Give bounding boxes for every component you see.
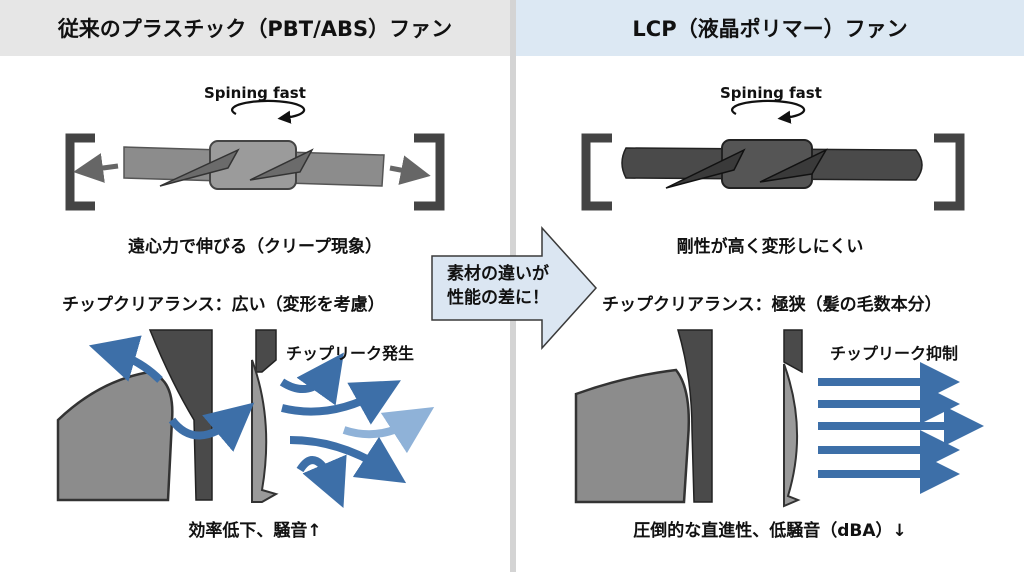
center-arrow-icon bbox=[431, 226, 598, 350]
right-result: 圧倒的な直進性、低騒音（dBA）↓ bbox=[633, 521, 907, 541]
left-title: 従来のプラスチック（PBT/ABS）ファン bbox=[0, 0, 510, 56]
left-panel: 従来のプラスチック（PBT/ABS）ファン bbox=[0, 0, 510, 572]
center-line-1: 素材の違いが bbox=[447, 264, 549, 284]
left-clearance-label: チップクリアランス：広い（変形を考慮） bbox=[62, 295, 385, 315]
right-deform-caption: 剛性が高く変形しにくい bbox=[676, 237, 864, 257]
right-spin-label: Spining fast bbox=[720, 84, 822, 102]
right-leak-label: チップリーク抑制 bbox=[830, 344, 959, 363]
right-panel: LCP（液晶ポリマー）ファン Spining fast 剛性が高く変形しにくい … bbox=[516, 0, 1024, 572]
blade-section-right bbox=[251, 359, 279, 503]
leak-arrow-mid bbox=[168, 402, 255, 452]
blade-section-lcp-right bbox=[783, 363, 801, 508]
wall-right bbox=[255, 329, 277, 373]
frame-right bbox=[414, 133, 445, 211]
stretch-arrow-left bbox=[73, 153, 119, 183]
leak-arrow-3 bbox=[342, 406, 435, 454]
frame-left bbox=[65, 133, 95, 211]
right-illustration bbox=[574, 99, 984, 508]
center-line-2: 性能の差に！ bbox=[447, 288, 549, 308]
right-clearance-label: チップクリアランス：極狭（髪の毛数本分） bbox=[602, 295, 942, 315]
blade-section-lcp bbox=[574, 368, 691, 504]
wall-left bbox=[148, 329, 213, 501]
wall-lcp-left bbox=[677, 329, 713, 503]
leak-arrow-2 bbox=[281, 380, 401, 425]
frame-right-right bbox=[934, 133, 965, 211]
left-result: 効率低下、騒音↑ bbox=[188, 521, 322, 541]
right-title: LCP（液晶ポリマー）ファン bbox=[516, 0, 1024, 56]
rotation-arrow-icon bbox=[231, 99, 306, 124]
frame-left-right bbox=[581, 133, 612, 211]
leak-arrow-4 bbox=[289, 436, 407, 484]
stretch-arrow-right bbox=[389, 155, 431, 185]
leak-arrow-5 bbox=[296, 454, 347, 509]
left-deform-caption: 遠心力で伸びる（クリープ現象） bbox=[128, 237, 382, 257]
left-illustration bbox=[56, 99, 445, 509]
left-leak-label: チップリーク発生 bbox=[286, 344, 415, 363]
blade-section bbox=[56, 370, 174, 502]
left-spin-label: Spining fast bbox=[204, 84, 306, 102]
center-message: 素材の違いが 性能の差に！ bbox=[438, 262, 558, 310]
wall-lcp-right bbox=[783, 329, 803, 374]
leak-arrow-1 bbox=[279, 352, 344, 406]
rotation-arrow-icon-right bbox=[731, 99, 806, 124]
leak-arrow-up bbox=[88, 335, 163, 383]
